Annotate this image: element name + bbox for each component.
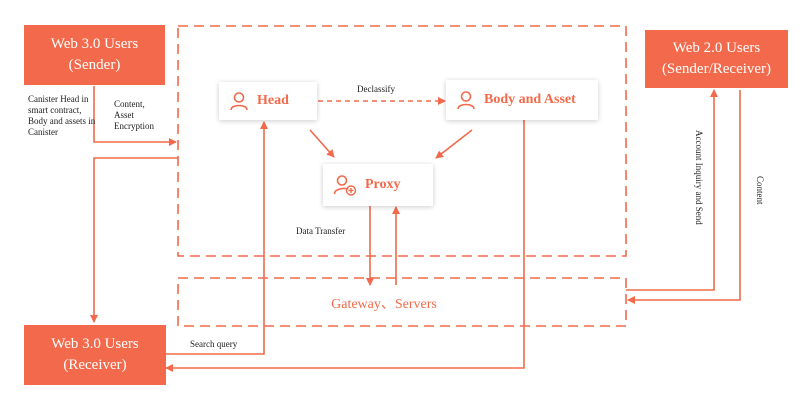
gateway-servers-label: Gateway、Servers bbox=[331, 297, 437, 312]
arrow-gateway-to-web2 bbox=[626, 89, 718, 291]
search-query-label: Search query bbox=[190, 339, 238, 349]
canister-note: Canister Head in smart contract, Body an… bbox=[28, 94, 95, 138]
web2-users-title: Web 2.0 Users bbox=[672, 40, 761, 56]
content-encryption-line-3: Encryption bbox=[114, 121, 154, 131]
content-encryption-line-1: Content, bbox=[114, 99, 145, 109]
web3-receiver-role: (Receiver) bbox=[63, 357, 127, 373]
user-icon bbox=[230, 92, 248, 111]
head-node: Head bbox=[219, 82, 317, 120]
user-plus-icon bbox=[333, 175, 357, 196]
declassify-label: Declassify bbox=[357, 84, 395, 94]
web3-receiver-box: Web 3.0 Users (Receiver) bbox=[24, 325, 166, 385]
web3-sender-title: Web 3.0 Users bbox=[50, 36, 139, 52]
canister-note-line-3: Body and assets in bbox=[28, 116, 96, 126]
web3-receiver-title: Web 3.0 Users bbox=[51, 336, 139, 352]
arrow-core-to-receiver bbox=[90, 157, 178, 323]
proxy-node: Proxy bbox=[323, 164, 433, 206]
canister-note-line-1: Canister Head in bbox=[28, 94, 89, 104]
core-dashed-region bbox=[177, 25, 627, 257]
arrow-receiver-to-head bbox=[166, 121, 268, 355]
web3-sender-box: Web 3.0 Users (Sender) bbox=[24, 25, 165, 85]
user-icon bbox=[457, 91, 475, 110]
web2-users-role: (Sender/Receiver) bbox=[661, 61, 772, 77]
body-asset-node: Body and Asset bbox=[446, 80, 598, 120]
data-transfer-label: Data Transfer bbox=[296, 226, 346, 236]
arrow-web2-to-gateway bbox=[627, 90, 741, 304]
content-encryption-line-2: Asset bbox=[114, 110, 134, 120]
canister-note-line-2: smart contract, bbox=[28, 105, 82, 115]
arrow-head-to-proxy bbox=[309, 129, 335, 158]
content-encryption-note: Content, Asset Encryption bbox=[114, 99, 154, 132]
arrow-body-to-proxy bbox=[435, 129, 473, 159]
gateway-dashed-region bbox=[177, 277, 627, 327]
arrow-sender-to-core bbox=[93, 86, 177, 146]
web2-users-box: Web 2.0 Users (Sender/Receiver) bbox=[645, 30, 788, 88]
head-node-label: Head bbox=[257, 93, 289, 108]
proxy-node-label: Proxy bbox=[365, 177, 401, 192]
arrow-body-to-receiver bbox=[165, 120, 525, 372]
web3-sender-role: (Sender) bbox=[68, 57, 121, 73]
account-inquiry-label: Account Inquiry and Send bbox=[694, 130, 704, 225]
content-right-label: Content bbox=[755, 176, 765, 205]
canister-note-line-4: Canister bbox=[28, 127, 58, 137]
body-asset-node-label: Body and Asset bbox=[484, 92, 576, 107]
